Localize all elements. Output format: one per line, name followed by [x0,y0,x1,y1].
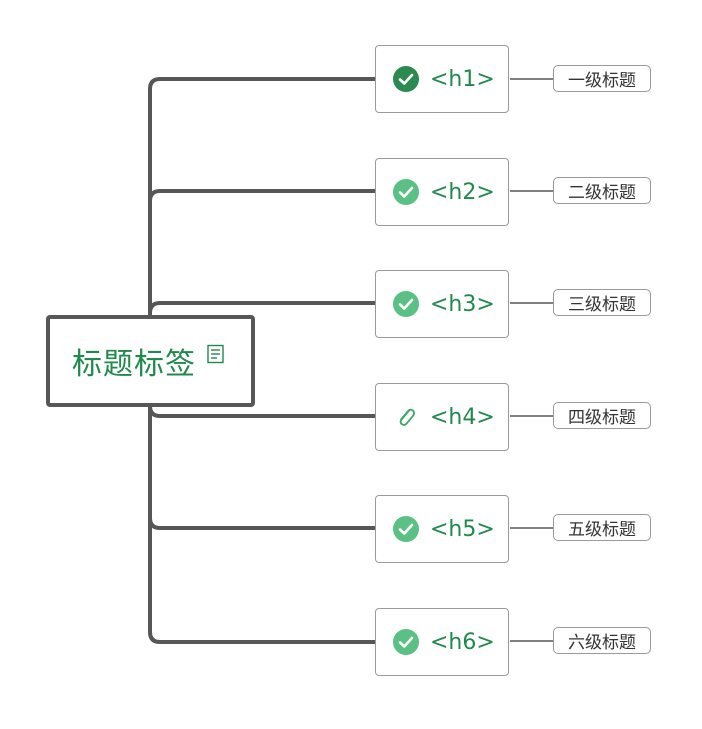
label-h2[interactable]: 二级标题 [553,177,651,204]
check-circle-dark-icon [393,66,419,92]
node-h6[interactable]: <h6> [375,608,509,676]
branch-line-h4 [148,405,376,418]
node-tag: <h1> [430,66,495,92]
node-h4[interactable]: <h4> [375,383,509,451]
note-icon[interactable] [206,344,226,364]
check-circle-light-icon [393,291,419,317]
node-h1[interactable]: <h1> [375,45,509,113]
node-h2[interactable]: <h2> [375,158,509,226]
node-tag: <h6> [430,629,495,655]
node-tag: <h2> [430,179,495,205]
root-title: 标题标签 [72,347,196,382]
label-h4[interactable]: 四级标题 [553,402,651,429]
branch-line-h5 [148,517,376,530]
label-h5[interactable]: 五级标题 [553,514,651,541]
label-h3[interactable]: 三级标题 [553,289,651,316]
node-tag: <h5> [430,516,495,542]
paperclip-icon [399,408,416,426]
check-circle-light-icon [393,179,419,205]
check-circle-light-icon [393,629,419,655]
label-h6[interactable]: 六级标题 [553,627,651,654]
node-h3[interactable]: <h3> [375,270,509,338]
branch-line-h3 [148,301,376,314]
node-tag: <h3> [430,291,495,317]
label-h1[interactable]: 一级标题 [553,65,651,92]
branch-line-h2 [148,189,376,202]
node-tag: <h4> [430,404,495,430]
node-h5[interactable]: <h5> [375,495,509,563]
root-topic[interactable]: 标题标签 [46,315,255,407]
check-circle-light-icon [393,516,419,542]
